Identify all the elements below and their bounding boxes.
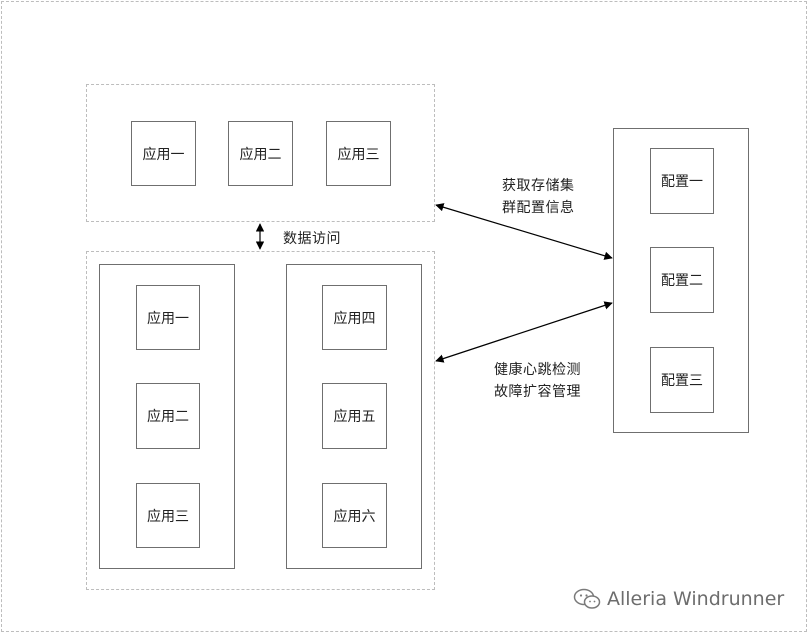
data-access-label: 数据访问 (283, 231, 341, 247)
app-node-left-1: 应用一 (136, 285, 200, 350)
app-node-top-2: 应用二 (228, 121, 293, 186)
app-node-left-2: 应用二 (136, 383, 200, 449)
config-node-1: 配置一 (650, 148, 714, 214)
watermark: Alleria Windrunner (573, 588, 784, 610)
app-node-left-3: 应用三 (136, 483, 200, 548)
app-node-right-2: 应用五 (322, 383, 387, 449)
wechat-icon (573, 588, 601, 609)
health-label-line1: 健康心跳检测 (494, 362, 581, 378)
watermark-text: Alleria Windrunner (607, 588, 785, 610)
config-node-3: 配置三 (650, 347, 714, 413)
config-cluster (613, 128, 749, 433)
app-cluster-top (86, 84, 435, 222)
app-node-top-3: 应用三 (326, 121, 391, 186)
app-node-right-3: 应用六 (322, 483, 387, 548)
fetch-config-label-line1: 获取存储集 (502, 178, 575, 194)
app-group-left (99, 264, 235, 569)
app-group-right (286, 264, 422, 569)
app-node-right-1: 应用四 (322, 285, 387, 350)
app-cluster-bottom (86, 251, 435, 590)
app-node-top-1: 应用一 (131, 121, 196, 186)
config-node-2: 配置二 (650, 247, 714, 313)
fetch-config-arrow (435, 203, 613, 260)
health-check-arrow (435, 301, 613, 363)
health-label-line2: 故障扩容管理 (494, 384, 581, 400)
